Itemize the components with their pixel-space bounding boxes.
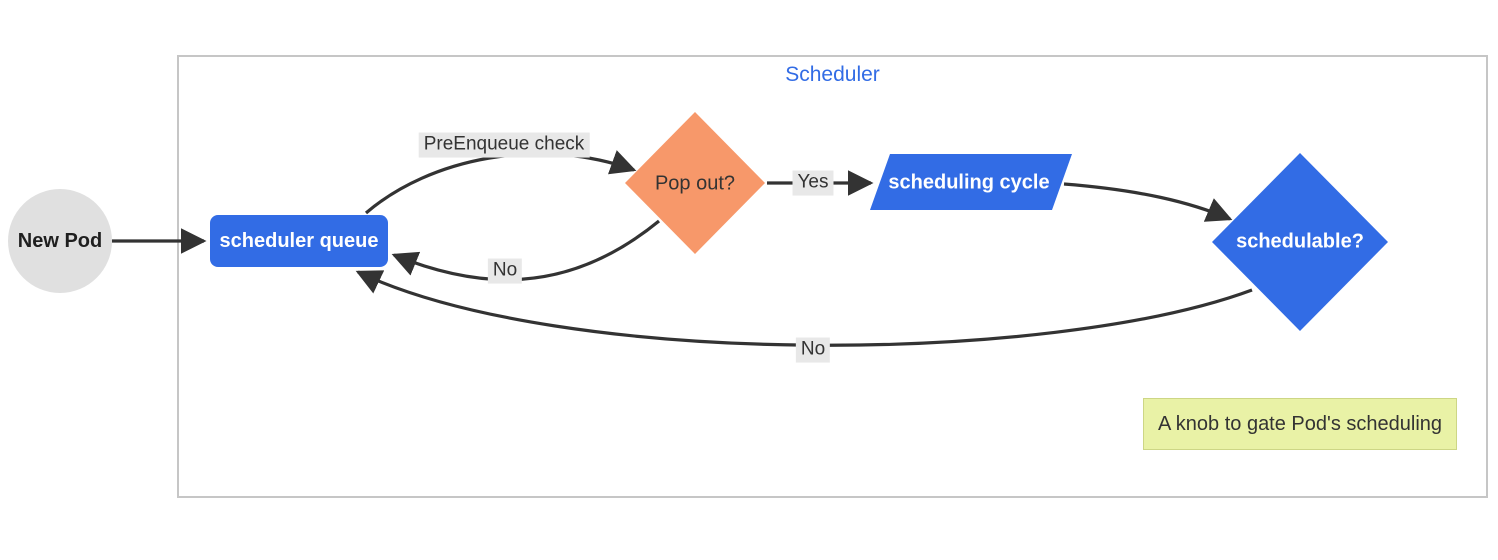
node-scheduler-queue: scheduler queue [210,215,388,267]
node-new-pod: New Pod [8,189,112,293]
edge-cycle-to-schedulable [1063,182,1233,222]
node-scheduler-queue-label: scheduler queue [219,229,379,252]
scheduler-subgraph-border [177,55,1488,498]
schedulable-diamond [1212,153,1388,331]
edge-queue-to-popout [364,150,637,215]
edge-label-no-schedulable: No [795,337,831,363]
pop-out-diamond [625,112,765,254]
node-schedulable-label: schedulable? [1236,230,1364,253]
note-box: A knob to gate Pod's scheduling [1143,398,1457,450]
edge-popout-to-queue-no [391,219,661,282]
node-pop-out-label: Pop out? [654,172,736,195]
edge-label-yes: Yes [792,170,834,196]
edge-label-preenqueue-check: PreEnqueue check [418,132,590,158]
scheduling-cycle-parallelogram [870,154,1072,210]
node-scheduling-cycle-label: scheduling cycle [888,171,1050,194]
edge-label-no-popout: No [487,258,523,284]
subgraph-title: Scheduler [785,63,880,86]
node-new-pod-label: New Pod [17,229,103,252]
note-text: A knob to gate Pod's scheduling [1157,412,1443,435]
